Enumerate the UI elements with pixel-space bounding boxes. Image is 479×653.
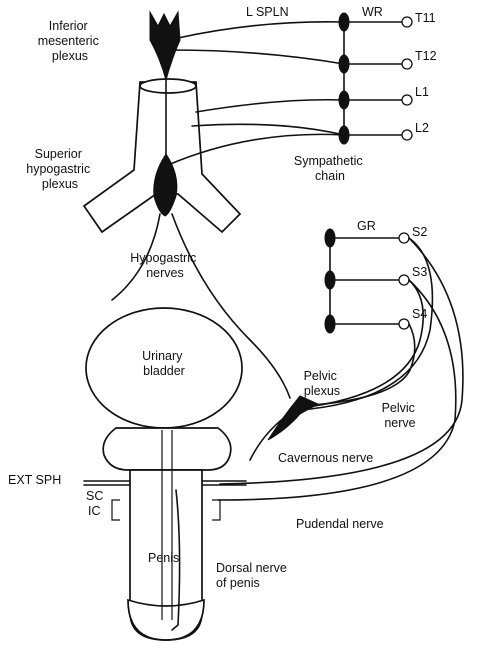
label-gr: GR: [357, 219, 376, 233]
label-s2: S2: [412, 225, 427, 239]
root-l2: [402, 130, 412, 140]
root-s3: [399, 275, 409, 285]
l-spln-nerve-2: [172, 50, 344, 64]
label-pelvic-plexus: Pelvic plexus: [304, 369, 341, 398]
label-s4: S4: [412, 307, 427, 321]
root-t12: [402, 59, 412, 69]
label-l1: L1: [415, 85, 429, 99]
label-sympathetic-chain: Sympathetic chain: [294, 154, 366, 183]
label-pelvic-nerve: Pelvic nerve: [382, 401, 419, 430]
aorta-top: [140, 79, 196, 93]
root-t11: [402, 17, 412, 27]
label-l-spln: L SPLN: [246, 5, 289, 19]
root-s2: [399, 233, 409, 243]
label-dorsal-nerve-of-penis: Dorsal nerve of penis: [216, 561, 290, 590]
label-superior-hypogastric-plexus: Superior hypogastric plexus: [26, 147, 93, 191]
label-hypogastric-nerves: Hypogastric nerves: [130, 251, 199, 280]
label-penis: Penis: [148, 551, 179, 565]
label-inferior-mesenteric-plexus: Inferior mesenteric plexus: [38, 19, 103, 63]
label-t11: T11: [415, 11, 436, 25]
label-ic: IC: [88, 504, 101, 518]
ic-bracket-left: [112, 500, 120, 520]
label-ext-sph: EXT SPH: [8, 473, 61, 487]
ic-bracket-right: [212, 500, 220, 520]
inferior-mesenteric-ganglion: [150, 12, 180, 80]
label-s3: S3: [412, 265, 427, 279]
root-l1: [402, 95, 412, 105]
l-spln-nerve-1: [178, 22, 344, 38]
prostate: [103, 428, 231, 470]
sacral-chain: [325, 229, 409, 333]
label-urinary-bladder: Urinary bladder: [142, 349, 186, 378]
sympathetic-chain: [339, 13, 412, 144]
label-wr: WR: [362, 5, 383, 19]
label-cavernous-nerve: Cavernous nerve: [278, 451, 373, 465]
label-t12: T12: [415, 49, 437, 63]
label-pudendal-nerve: Pudendal nerve: [296, 517, 384, 531]
label-sc: SC: [86, 489, 103, 503]
root-s4: [399, 319, 409, 329]
l1-fiber: [196, 100, 344, 112]
label-l2: L2: [415, 121, 429, 135]
pelvic-plexus-ganglion: [268, 396, 318, 440]
l2-fiber: [192, 124, 344, 135]
